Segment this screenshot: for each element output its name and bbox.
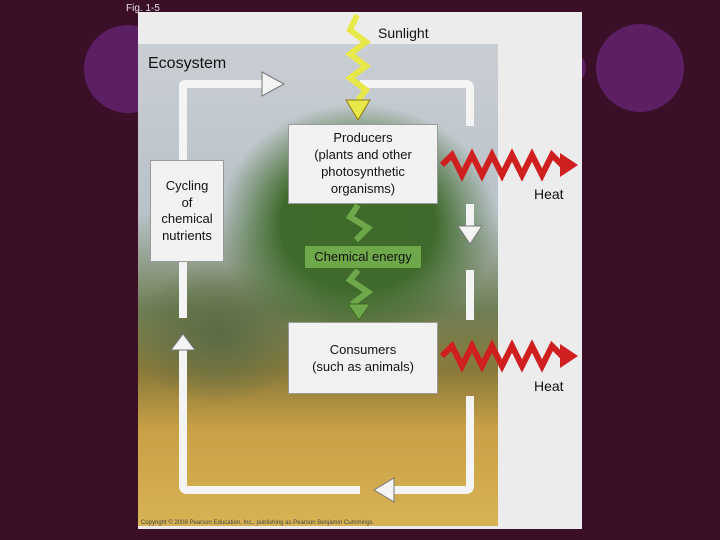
sunlight-zigzag [345,13,371,102]
figure-label: Fig. 1-5 [126,3,160,14]
heat-zigzag-top [439,148,565,182]
cycle-left-bottom [179,350,360,494]
heat-label-bottom: Heat [534,378,564,394]
cycle-arrowhead-up [170,333,196,351]
energy-zigzag-bottom [345,268,374,307]
consumers-line-1: Consumers [329,342,397,357]
sunlight-arrowhead [345,99,371,121]
producers-box: Producers (plants and other photosynthet… [288,124,438,204]
heat-arrowhead-bottom [560,344,578,368]
consumers-line-2: (such as animals) [312,359,414,374]
cycle-left-up [179,80,262,318]
heat-zigzag-bottom [439,339,565,373]
cycle-arrowhead-left [373,477,395,503]
chemical-energy-label: Chemical energy [304,245,422,269]
heat-label-top: Heat [534,186,564,202]
producers-line-4: organisms) [330,181,396,196]
consumers-box: Consumers (such as animals) [288,322,438,394]
producers-line-2: (plants and other [314,147,412,162]
energy-zigzag-top [345,203,373,243]
ecosystem-title: Ecosystem [148,55,227,72]
cycling-line-1: Cycling [165,178,209,193]
cycling-nutrients-box: Cycling of chemical nutrients [150,160,224,262]
producers-line-3: photosynthetic [321,164,405,179]
energy-arrowhead [347,303,371,321]
sunlight-label: Sunlight [378,25,429,41]
producers-line-1: Producers [333,130,393,145]
cycle-bottom [392,396,474,494]
cycling-line-2: of [181,194,193,210]
copyright-note: Copyright © 2008 Pearson Education, Inc.… [141,520,375,526]
cycle-arrowhead-down-1 [457,225,483,245]
cycling-line-3: chemical [161,211,213,226]
heat-arrowhead-top [560,153,578,177]
nutrient-cycle-loop [179,80,474,494]
cycling-line-4: nutrients [162,227,212,243]
cycle-top-right [360,80,474,126]
cycle-arrowhead-right [261,71,286,97]
decor-circle-right [596,24,684,112]
